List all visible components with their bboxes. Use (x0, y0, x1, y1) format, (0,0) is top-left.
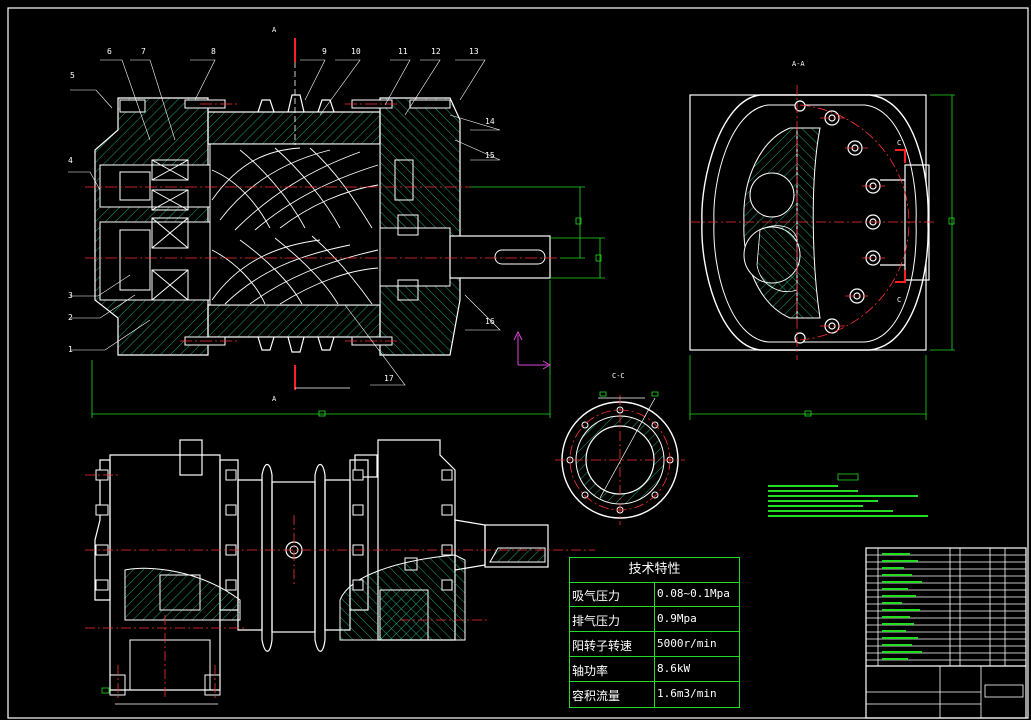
cut-label-bottom: A (272, 395, 277, 403)
parts-list-text (882, 553, 922, 660)
technical-notes (768, 473, 928, 517)
drawing-frame (7, 7, 1029, 719)
bottom-view (85, 439, 595, 705)
cut-label-c-top: C (897, 139, 902, 147)
spec-table-divider (654, 582, 655, 707)
spec-row: 吸气压力 0.08~0.1Mpa (570, 583, 739, 607)
part-number-7: 7 (141, 47, 146, 56)
spec-row: 容积流量 1.6m3/min (570, 683, 739, 707)
view-label-aa: A-A (792, 60, 805, 68)
cut-label-c-bottom: C (897, 296, 902, 304)
main-section-view (68, 38, 605, 418)
spec-value: 0.9Mpa (657, 612, 697, 625)
part-number-17: 17 (384, 374, 394, 383)
spec-table: 技术特性 吸气压力 0.08~0.1Mpa 排气压力 0.9Mpa 阳转子转速 … (569, 557, 740, 708)
part-number-3: 3 (68, 291, 73, 300)
part-number-16: 16 (485, 317, 495, 326)
title-block (865, 547, 1027, 719)
spec-value: 8.6kW (657, 662, 691, 675)
spec-key: 吸气压力 (572, 589, 621, 603)
spec-key: 阳转子转速 (572, 639, 633, 653)
part-number-2: 2 (68, 313, 73, 322)
spec-value: 1.6m3/min (657, 687, 717, 700)
cut-label-top: A (272, 26, 277, 34)
part-number-15: 15 (485, 151, 495, 160)
part-number-1: 1 (68, 345, 73, 354)
spec-key: 排气压力 (572, 614, 621, 628)
part-number-9: 9 (322, 47, 327, 56)
part-number-10: 10 (351, 47, 361, 56)
view-cc (555, 391, 685, 525)
view-aa (689, 85, 955, 420)
part-number-4: 4 (68, 156, 73, 165)
spec-value: 0.08~0.1Mpa (657, 587, 730, 600)
spec-row: 轴功率 8.6kW (570, 658, 739, 682)
part-number-6: 6 (107, 47, 112, 56)
spec-value: 5000r/min (657, 637, 717, 650)
spec-key: 轴功率 (572, 664, 609, 678)
part-number-12: 12 (431, 47, 441, 56)
spec-table-title: 技术特性 (570, 558, 739, 583)
view-label-cc: C-C (612, 372, 625, 380)
part-number-11: 11 (398, 47, 408, 56)
part-number-13: 13 (469, 47, 479, 56)
spec-row: 阳转子转速 5000r/min (570, 633, 739, 657)
part-number-14: 14 (485, 117, 495, 126)
part-number-8: 8 (211, 47, 216, 56)
spec-key: 容积流量 (572, 689, 621, 703)
spec-row: 排气压力 0.9Mpa (570, 608, 739, 632)
part-number-5: 5 (70, 71, 75, 80)
